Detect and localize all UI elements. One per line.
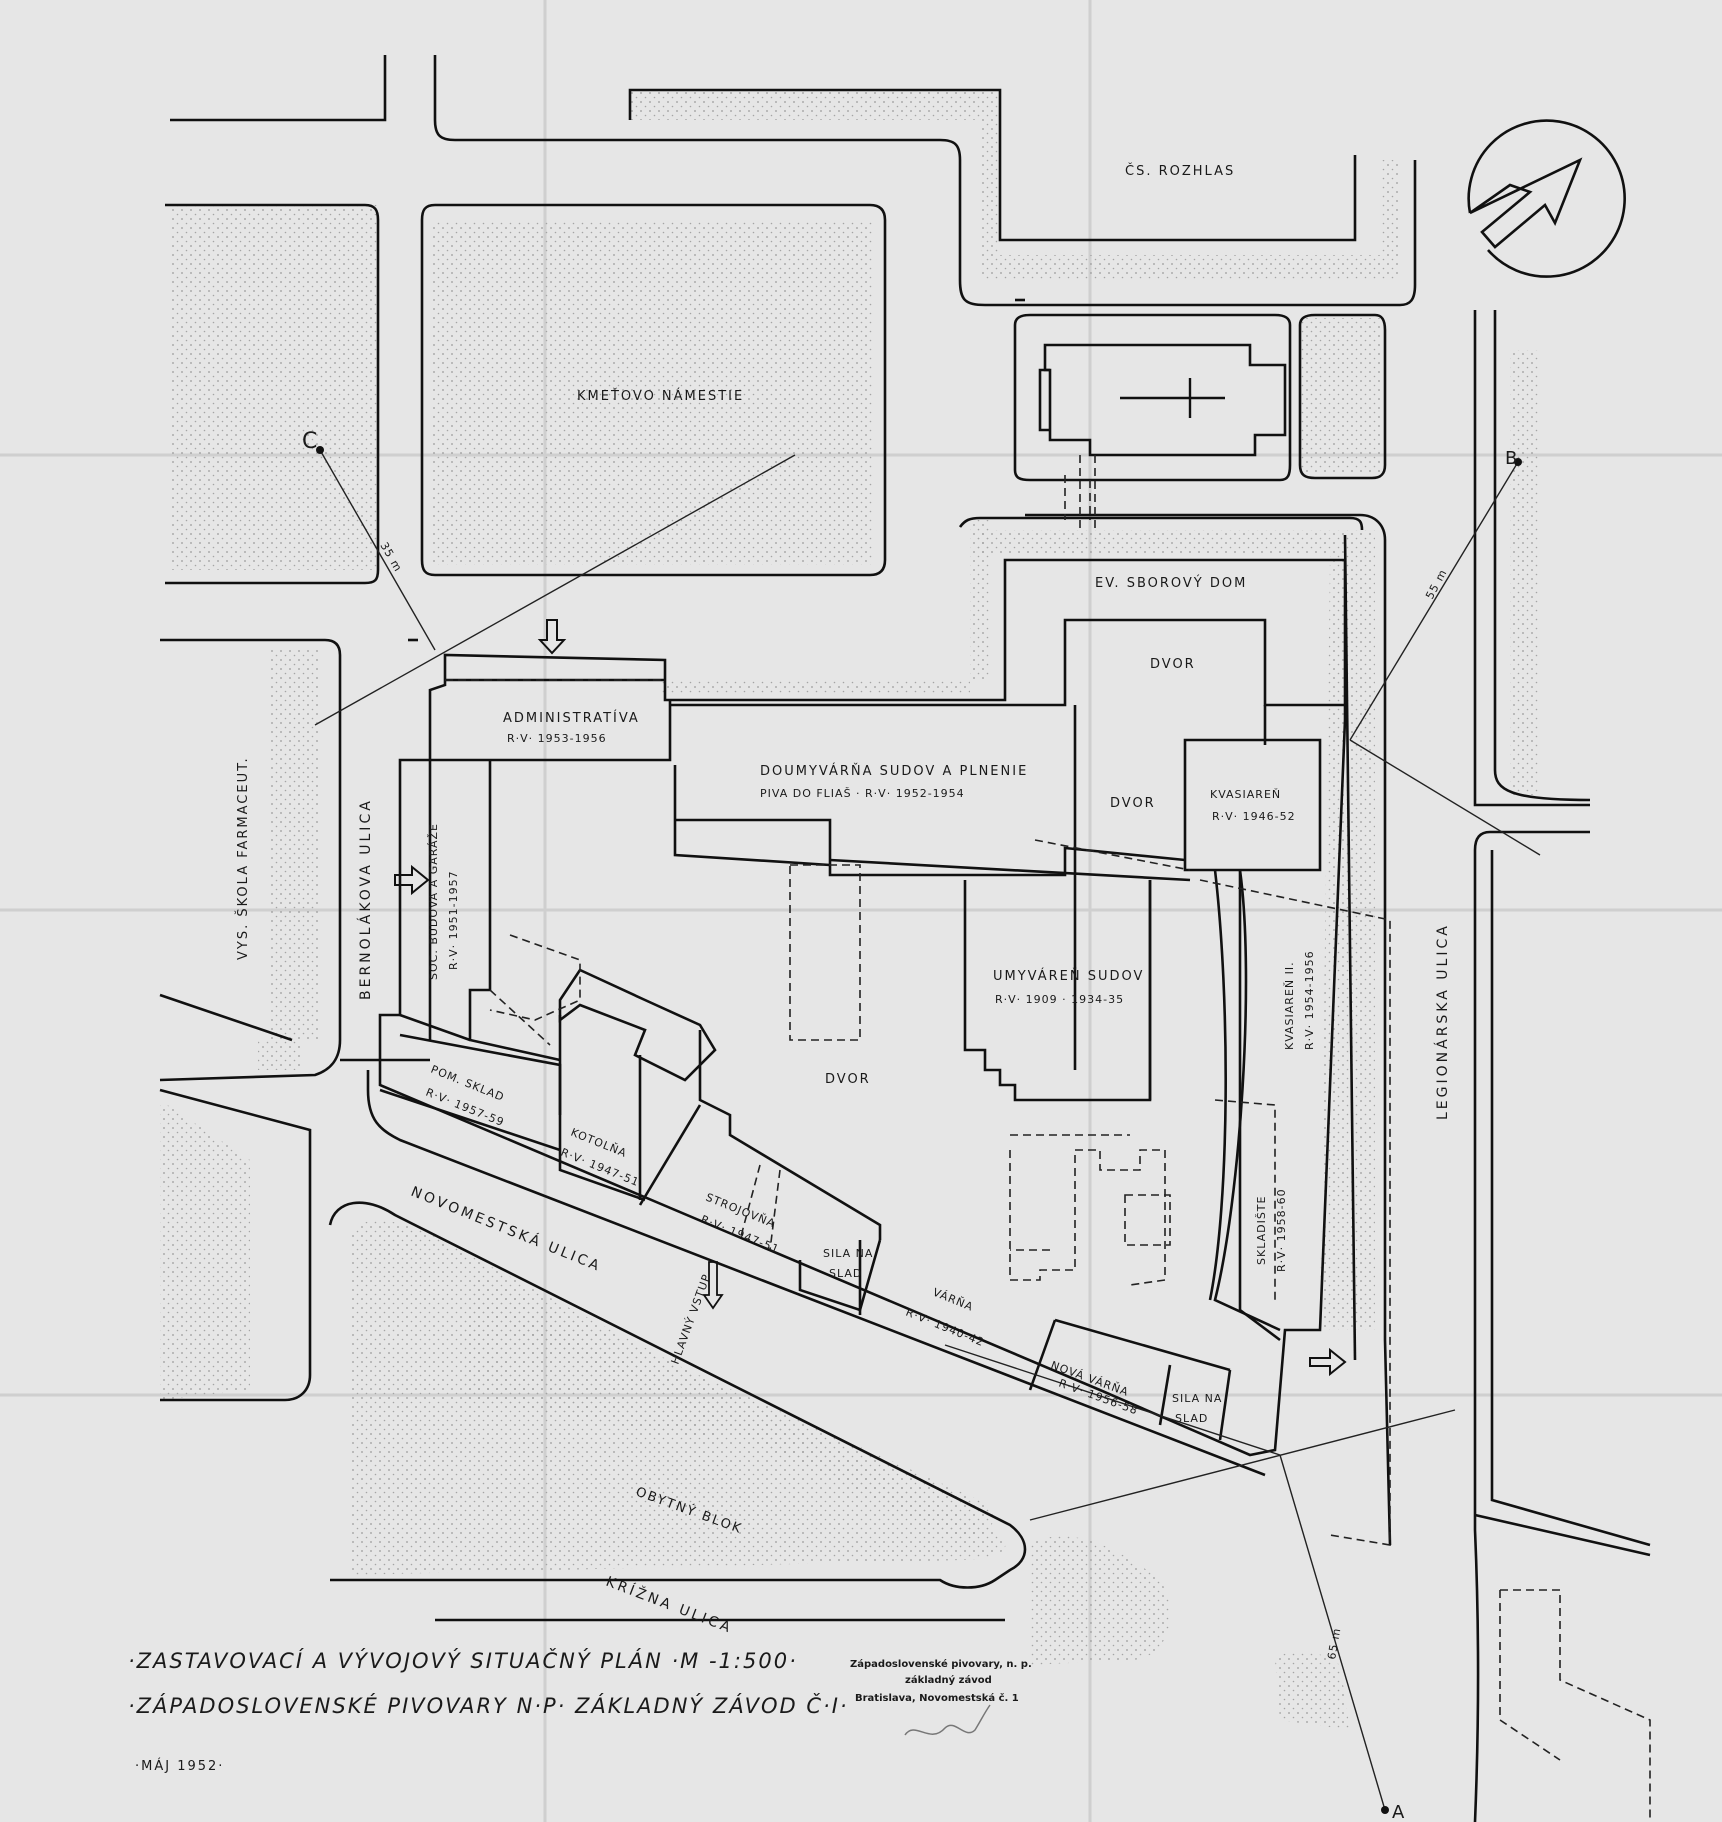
street-krizna: KRÍŽNA ULICA <box>604 1572 736 1637</box>
sidewalks <box>160 90 1540 1730</box>
title-line-1: ·ZASTAVOVACÍ A VÝVOJOVÝ SITUAČNÝ PLÁN ·M… <box>128 1648 798 1673</box>
street-bernolakova: BERNOLÁKOVA ULICA <box>357 798 374 1000</box>
viewpoint-c: C <box>302 429 317 454</box>
stamp-line-2: základný závod <box>905 1674 992 1686</box>
entrance-markers <box>394 619 1347 1377</box>
building-kvasiaren-ii-years: R·V· 1954-1956 <box>1303 950 1316 1050</box>
proposed-outlines <box>445 475 1651 1822</box>
building-varna: VÁRŇA <box>931 1286 976 1314</box>
building-varna-years: R·V· 1940-42 <box>904 1306 986 1349</box>
building-doumyvarna: DOUMYVÁRŇA SUDOV A PLNENIE <box>760 763 1028 779</box>
building-umyvaren: UMYVÁREŇ SUDOV <box>993 968 1144 984</box>
viewpoints <box>316 446 1522 1814</box>
courtyard-2: DVOR <box>1110 796 1156 811</box>
building-skladiste: SKLADIŠTE <box>1255 1196 1268 1265</box>
building-sila-na-slad-1b: SLAD <box>829 1267 862 1280</box>
courtyard-1: DVOR <box>1150 657 1196 672</box>
dimension-b: 55 m <box>1423 567 1450 602</box>
building-kvasiaren-years: R·V· 1946-52 <box>1212 810 1296 823</box>
label-rozhlas: ČS. ROZHLAS <box>1125 163 1235 179</box>
viewpoint-a: A <box>1392 1802 1405 1822</box>
building-kvasiaren: KVASIAREŇ <box>1210 788 1281 801</box>
label-ev-sborovy-dom: EV. SBOROVÝ DOM <box>1095 575 1247 591</box>
building-kvasiaren-ii: KVASIAREŇ II. <box>1283 961 1296 1050</box>
street-lines <box>159 55 1651 1822</box>
dimension-a: 65 m <box>1325 1627 1343 1661</box>
cross-icon <box>1120 378 1225 418</box>
sight-lines <box>314 449 1541 1811</box>
stamp-line-1: Západoslovenské pivovary, n. p. <box>850 1658 1032 1670</box>
entrance-label: HLAVNÝ VSTUP <box>669 1272 714 1366</box>
building-administrativa: ADMINISTRATÍVA <box>503 710 640 726</box>
courtyard-3: DVOR <box>825 1072 871 1087</box>
building-sila-na-slad-2b: SLAD <box>1175 1412 1208 1425</box>
building-doumyvarna-years: PIVA DO FLIAŠ · R·V· 1952-1954 <box>760 787 965 800</box>
viewpoint-b: B <box>1505 448 1517 469</box>
building-skladiste-years: R·V· 1958-60 <box>1275 1188 1288 1272</box>
stamp-line-3: Bratislava, Novomestská č. 1 <box>855 1692 1019 1704</box>
label-vys-skola: VYS. ŠKOLA FARMACEUT. <box>235 756 251 960</box>
brewery-buildings <box>378 558 1347 1457</box>
building-soc-budova: SOC. BUDOVA A GARÁŽE <box>427 823 440 980</box>
north-arrow-icon <box>1467 119 1626 278</box>
title-date: ·MÁJ 1952· <box>135 1758 224 1774</box>
street-legionarska: LEGIONÁRSKA ULICA <box>1434 923 1451 1120</box>
building-sila-na-slad-1: SILA NA <box>823 1247 873 1260</box>
signature-mark <box>904 1704 991 1736</box>
label-kmetovo-namestie: KMEŤOVO NÁMESTIE <box>577 388 744 404</box>
building-soc-budova-years: R·V· 1951-1957 <box>447 870 460 970</box>
church <box>1038 343 1287 530</box>
title-line-2: ·ZÁPADOSLOVENSKÉ PIVOVARY N·P· ZÁKLADNÝ … <box>128 1693 849 1718</box>
building-administrativa-years: R·V· 1953-1956 <box>507 732 607 745</box>
building-umyvaren-years: R·V· 1909 · 1934-35 <box>995 993 1124 1006</box>
building-sila-na-slad-2: SILA NA <box>1172 1392 1222 1405</box>
